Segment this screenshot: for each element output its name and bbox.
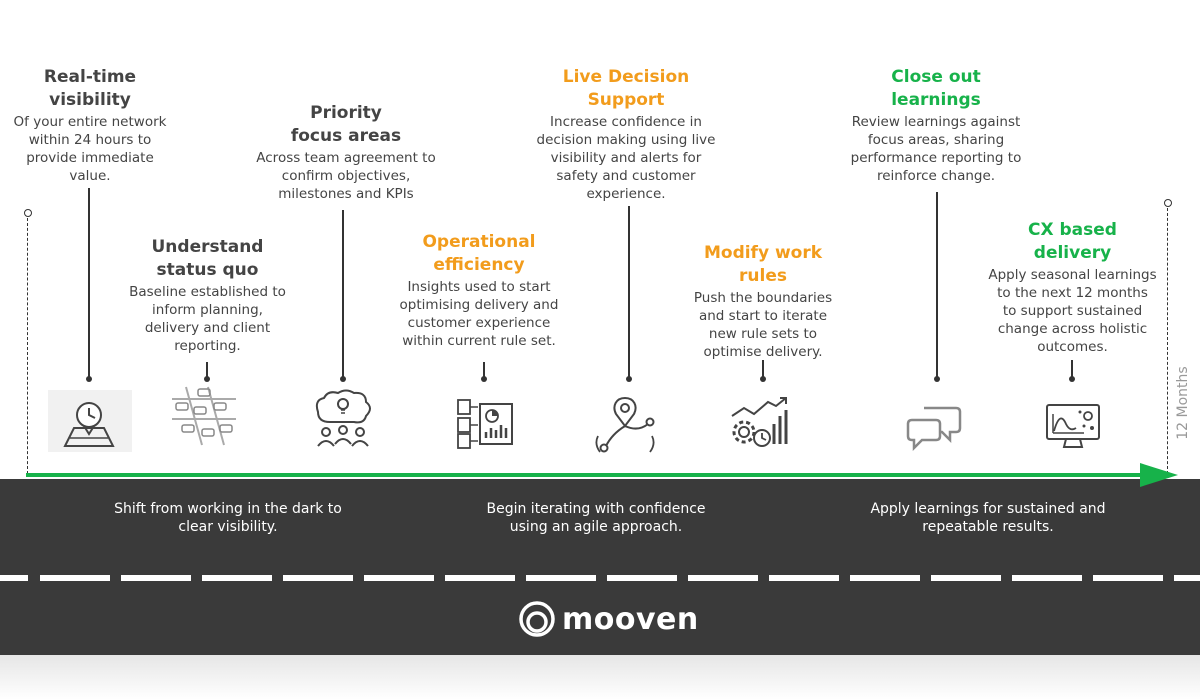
chat-bubbles-icon	[906, 406, 962, 452]
monitor-analytics-icon	[1046, 404, 1100, 448]
timeline-end-dashed-line	[1167, 208, 1168, 474]
connector-line	[206, 362, 208, 378]
connector-line	[628, 206, 630, 378]
connector-dot	[86, 376, 92, 382]
connector-dot	[340, 376, 346, 382]
connector-line	[88, 188, 90, 378]
connector-dot	[760, 376, 766, 382]
logo-wordmark: mooven	[562, 601, 699, 637]
connector-dot	[934, 376, 940, 382]
map-clock-icon	[63, 402, 115, 447]
traffic-road-icon	[172, 386, 236, 446]
timeline-start-dashed-line	[27, 218, 28, 474]
connector-dot	[626, 376, 632, 382]
connector-dot	[1069, 376, 1075, 382]
mooven-logo: mooven	[518, 600, 699, 638]
connector-line	[762, 360, 764, 378]
connector-dot	[204, 376, 210, 382]
connector-line	[342, 210, 344, 378]
connector-line	[1071, 360, 1073, 378]
bottom-shadow	[0, 655, 1200, 700]
team-idea-icon	[315, 389, 371, 447]
connector-line	[483, 362, 485, 378]
road-band	[0, 479, 1200, 655]
connector-dot	[481, 376, 487, 382]
timeline-start-marker	[24, 209, 32, 217]
documents-chart-icon	[457, 399, 513, 449]
connector-line	[936, 192, 938, 378]
timeline-end-marker	[1164, 199, 1172, 207]
mooven-logo-mark	[519, 601, 555, 637]
timeline-arrow	[26, 463, 1178, 487]
route-pin-icon	[595, 396, 655, 453]
timeline-end-label: 12 Months	[1175, 366, 1191, 440]
gears-growth-icon	[731, 397, 788, 447]
